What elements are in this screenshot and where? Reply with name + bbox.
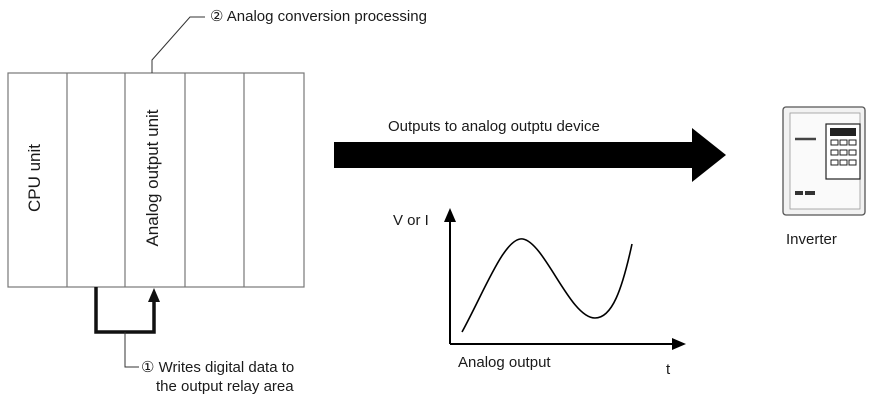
inverter-icon	[782, 106, 866, 216]
analog-output-graph	[444, 208, 686, 350]
inverter-label: Inverter	[786, 231, 837, 248]
cpu-unit-label: CPU unit	[25, 143, 44, 213]
graph-caption: Analog output	[458, 354, 551, 371]
x-axis-arrowhead	[672, 338, 686, 350]
step1-leader-line	[124, 332, 139, 368]
y-axis-arrowhead	[444, 208, 456, 222]
flow-arrow	[334, 128, 726, 182]
step1-callout-line2: the output relay area	[156, 378, 294, 395]
analog-output-unit-label: Analog output unit	[143, 109, 162, 247]
step1-callout-line1: ① Writes digital data to	[141, 359, 295, 376]
step2-callout: ② Analog conversion processing	[210, 8, 427, 25]
graph-x-axis-label: t	[666, 361, 671, 378]
graph-y-axis-label: V or I	[393, 212, 429, 229]
data-transfer-arrow	[94, 287, 160, 334]
flow-arrow-label: Outputs to analog outptu device	[388, 118, 600, 135]
plc-rack	[7, 72, 305, 288]
step2-leader-line	[151, 16, 205, 73]
analog-signal-curve	[461, 238, 633, 333]
